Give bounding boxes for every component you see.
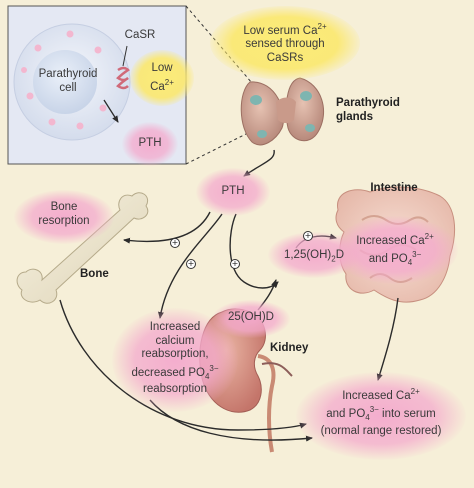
intestine-effect-label: Increased Ca2+and PO43− — [356, 232, 434, 268]
inset-pth-glow — [122, 122, 178, 166]
vitd-active-glow — [268, 232, 360, 278]
arrow-pth-to-bone — [123, 211, 211, 244]
arrow-intestine-to-serum — [376, 297, 399, 381]
serum-result-glow — [296, 372, 466, 460]
plus-sign-kidney: + — [186, 259, 196, 269]
inset-pth-label: PTH — [138, 137, 162, 149]
kidney-label: Kidney — [270, 342, 309, 354]
sensing-glow — [210, 6, 360, 80]
arrow-pth-to-kidney-effect — [157, 213, 223, 319]
calcium-vesicles — [21, 30, 107, 130]
plus-sign-activation: + — [230, 259, 240, 269]
inset-casr-label: CaSR — [124, 29, 156, 41]
parathyroid-glands-shape — [240, 77, 325, 146]
pth-glow — [196, 168, 270, 216]
low-ca-glow — [130, 50, 194, 106]
cell-nucleus-shape — [33, 50, 97, 114]
vitd-precursor-label: 25(OH)D — [227, 311, 274, 323]
bone-label: Bone — [80, 268, 109, 280]
pth-label: PTH — [221, 185, 245, 197]
bone-resorption-glow — [14, 190, 114, 244]
intestine-label: Intestine — [370, 182, 418, 194]
plus-sign-bone: + — [170, 238, 180, 248]
casr-pointer — [122, 45, 128, 67]
kidney-effect-glow — [112, 308, 238, 412]
serum-result-label: Increased Ca2+and PO43− into serum(norma… — [320, 387, 442, 437]
arrow-bone-to-serum — [59, 299, 307, 431]
arrow-pth-to-kidney-activation — [229, 213, 279, 289]
plus-sign-intestine: + — [303, 231, 313, 241]
casr-receptor-shape — [116, 66, 130, 90]
inset-pth-arrow — [103, 99, 119, 123]
bone-shape — [16, 192, 149, 304]
vitd-active-label: 1,25(OH)2D — [283, 249, 345, 264]
